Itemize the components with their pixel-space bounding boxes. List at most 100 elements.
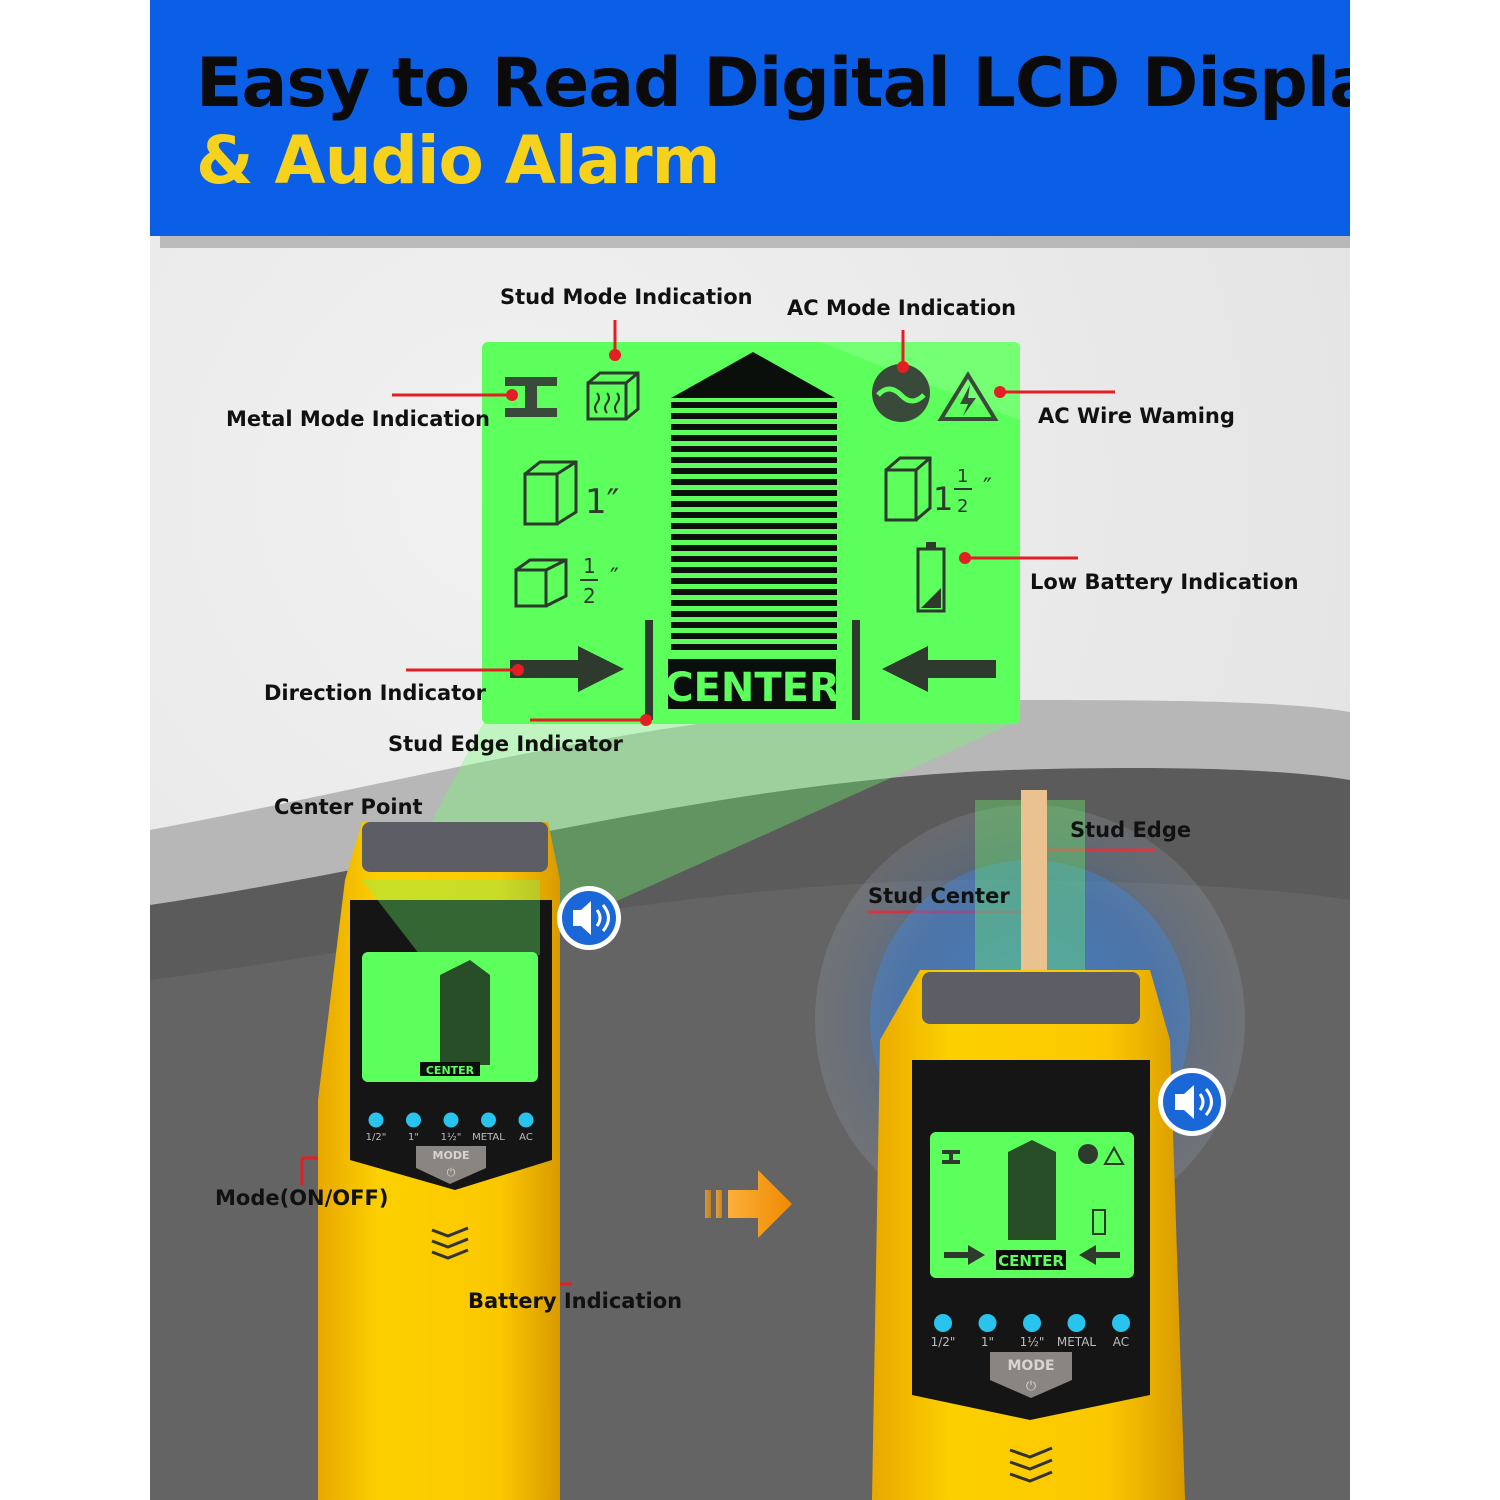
stud-half-den: 2	[583, 584, 596, 608]
indicator-led	[1067, 1314, 1086, 1332]
mode-button-left[interactable]: MODE ⏻	[416, 1146, 486, 1184]
header-banner: Easy to Read Digital LCD Display & Audio…	[150, 0, 1350, 236]
device-center-right: CENTER	[998, 1252, 1064, 1270]
stud-mode-icon	[586, 371, 640, 421]
battery-icon	[916, 542, 946, 613]
callout-low-battery: Low Battery Indication	[1030, 570, 1299, 594]
stud-onehalf-whole: 1	[933, 480, 953, 518]
stud-finder-right: CENTER 1/2" 1" 1½" METAL AC MODE ⏻	[815, 790, 1245, 1500]
signal-bar	[671, 556, 837, 562]
indicator-led	[443, 1112, 459, 1128]
sensor-head-right	[922, 972, 1140, 1024]
signal-bar	[671, 512, 837, 518]
indicator-led	[406, 1112, 421, 1128]
callout-stud-center: Stud Center	[868, 884, 1010, 908]
ac-warning-icon	[937, 371, 999, 421]
signal-bar	[671, 435, 837, 441]
signal-bar	[671, 545, 837, 551]
lcd-display: 1″ 1 2 ″ 1 1 2 ″	[482, 342, 1020, 724]
ac-mode-icon	[872, 364, 930, 422]
stud-edge-line-left	[645, 620, 653, 720]
signal-bar	[671, 578, 837, 584]
center-box	[668, 659, 836, 709]
indicator-led-label: 1"	[981, 1335, 994, 1349]
callout-ac-wire: AC Wire Waming	[1038, 404, 1235, 428]
indicator-led-label: AC	[519, 1132, 533, 1143]
indicator-led-label: METAL	[1057, 1335, 1097, 1349]
transition-arrow-icon	[705, 1170, 792, 1238]
speaker-icon-right	[1158, 1068, 1226, 1136]
sensor-head-left	[362, 822, 548, 872]
indicator-led	[481, 1112, 496, 1128]
stud-onehalf-inch: ″	[983, 473, 992, 501]
signal-bar	[671, 611, 837, 617]
callout-battery: Battery Indication	[468, 1289, 683, 1313]
indicator-led-label: 1/2"	[366, 1132, 387, 1143]
callout-metal-mode: Metal Mode Indication	[226, 407, 490, 431]
signal-bar	[671, 589, 837, 595]
power-icon-right: ⏻	[1026, 1379, 1036, 1394]
signal-bar	[671, 402, 837, 408]
indicator-led	[1023, 1314, 1041, 1332]
device-center-left: CENTER	[426, 1064, 475, 1077]
signal-bar	[671, 490, 837, 496]
indicator-led-label: 1/2"	[931, 1335, 956, 1349]
title-line-2: & Audio Alarm	[196, 122, 720, 199]
callout-mode-onoff: Mode(ON/OFF)	[215, 1186, 389, 1210]
signal-bar	[671, 534, 837, 540]
indicator-led	[518, 1112, 534, 1128]
signal-bar	[671, 633, 837, 639]
stud-half-inch: ″	[610, 563, 619, 591]
signal-bar	[671, 523, 837, 529]
mode-label-right: MODE	[1007, 1358, 1054, 1374]
signal-bar	[671, 622, 837, 628]
signal-bar	[671, 567, 837, 573]
stud-onehalf-den: 2	[957, 496, 968, 517]
stud-1in-label: 1″	[585, 482, 619, 522]
stud-half-num: 1	[583, 554, 596, 578]
mode-label-left: MODE	[433, 1149, 470, 1162]
callout-stud-edge-indicator: Stud Edge Indicator	[388, 732, 623, 756]
stud-1in-icon	[523, 460, 578, 526]
wood-stud	[1021, 790, 1047, 990]
callout-direction: Direction Indicator	[264, 681, 487, 705]
signal-bar	[671, 600, 837, 606]
indicator-led	[368, 1112, 384, 1128]
callout-center-point: Center Point	[274, 795, 423, 819]
callout-stud-edge: Stud Edge	[1070, 818, 1192, 842]
indicator-led-label: 1½"	[1020, 1335, 1045, 1349]
stud-half-icon	[514, 558, 568, 608]
center-text: CENTER	[664, 665, 840, 711]
stud-edge-line-right	[852, 620, 860, 720]
power-icon-left: ⏻	[447, 1166, 456, 1179]
signal-bar	[671, 457, 837, 463]
signal-bar	[671, 644, 837, 650]
indicator-led-label: 1½"	[441, 1131, 462, 1143]
stud-finder-left: CENTER 1/2" 1" 1½" METAL AC MODE ⏻	[318, 822, 621, 1500]
indicator-led-label: AC	[1113, 1335, 1129, 1349]
indicator-led-label: METAL	[472, 1132, 505, 1143]
metal-icon	[505, 377, 557, 417]
indicator-led	[1112, 1314, 1130, 1332]
speaker-grille-left	[431, 1226, 469, 1260]
led-row-left: 1/2" 1" 1½" METAL AC	[366, 1112, 534, 1143]
indicator-led-label: 1"	[408, 1132, 419, 1143]
header-shadow	[160, 236, 1350, 248]
led-row-right: 1/2" 1" 1½" METAL AC	[931, 1314, 1130, 1349]
indicator-led	[934, 1314, 952, 1332]
stud-onehalf-num: 1	[957, 466, 968, 487]
signal-bar	[671, 501, 837, 507]
callout-stud-mode: Stud Mode Indication	[500, 285, 753, 309]
mode-button-right[interactable]: MODE ⏻	[990, 1352, 1072, 1398]
signal-bar	[671, 424, 837, 430]
speaker-icon-left	[557, 886, 621, 950]
signal-bar	[671, 468, 837, 474]
title-line-1: Easy to Read Digital LCD Display	[196, 44, 1350, 123]
speaker-grille-right	[1009, 1446, 1053, 1483]
callout-ac-mode: AC Mode Indication	[787, 296, 1017, 320]
signal-bar	[671, 413, 837, 419]
signal-bar-graph	[671, 352, 837, 650]
signal-bar	[671, 446, 837, 452]
